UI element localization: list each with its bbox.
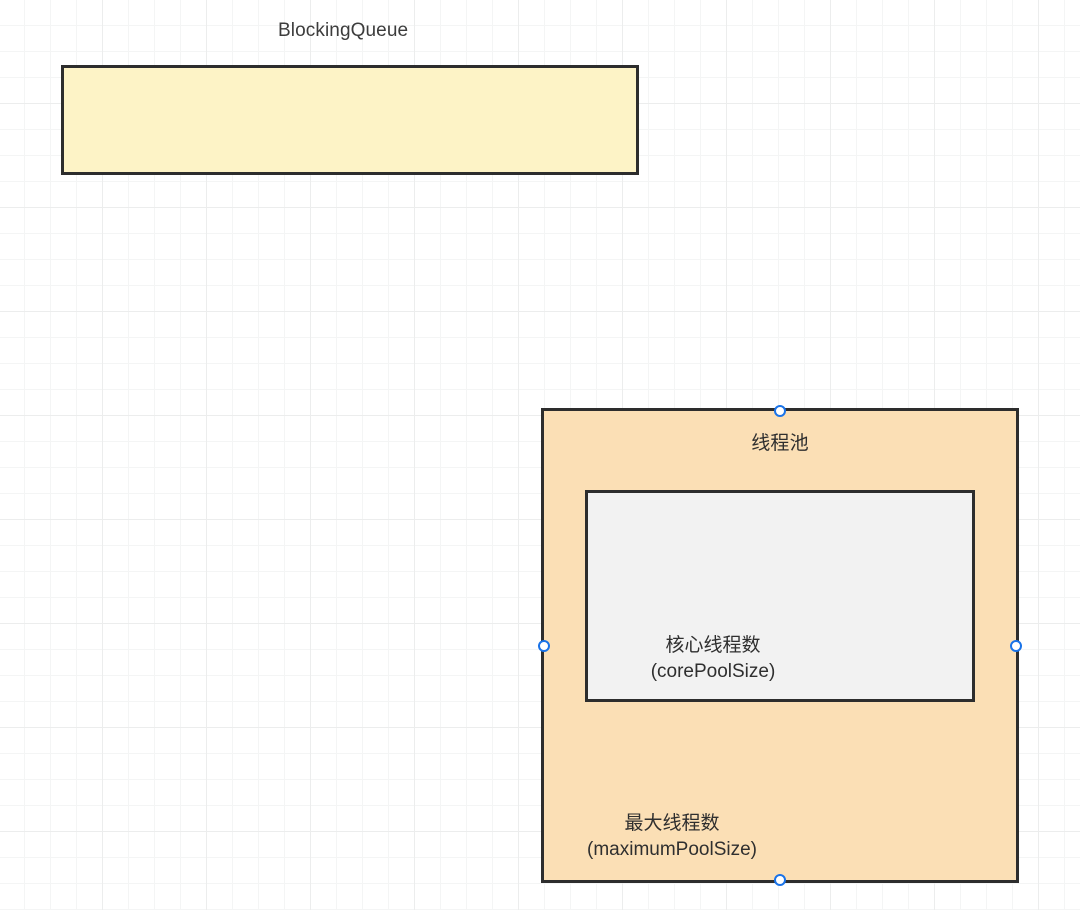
maximum-pool-text: 最大线程数 (maximumPoolSize) — [552, 811, 792, 863]
resize-handle-middle-left[interactable] — [538, 639, 550, 652]
resize-handle-middle-right[interactable] — [1010, 639, 1022, 652]
blocking-queue-label[interactable]: BlockingQueue — [278, 20, 409, 41]
thread-pool-title: 线程池 — [751, 433, 809, 454]
core-pool-text: 核心线程数 (corePoolSize) — [613, 633, 813, 685]
blocking-queue-box[interactable] — [61, 65, 639, 175]
resize-handle-top-center[interactable] — [774, 405, 786, 417]
core-pool-text-line-2: (corePoolSize) — [650, 661, 776, 682]
thread-pool-box[interactable]: 线程池 核心线程数 (corePoolSize) 最大线程数 (maximumP… — [538, 405, 1022, 886]
maximum-pool-text-line-1: 最大线程数 — [624, 813, 720, 834]
maximum-pool-text-line-2: (maximumPoolSize) — [587, 839, 757, 860]
core-pool-text-line-1: 核心线程数 — [665, 635, 761, 656]
resize-handle-bottom-center[interactable] — [774, 874, 786, 886]
core-pool-box[interactable]: 核心线程数 (corePoolSize) — [585, 490, 975, 702]
